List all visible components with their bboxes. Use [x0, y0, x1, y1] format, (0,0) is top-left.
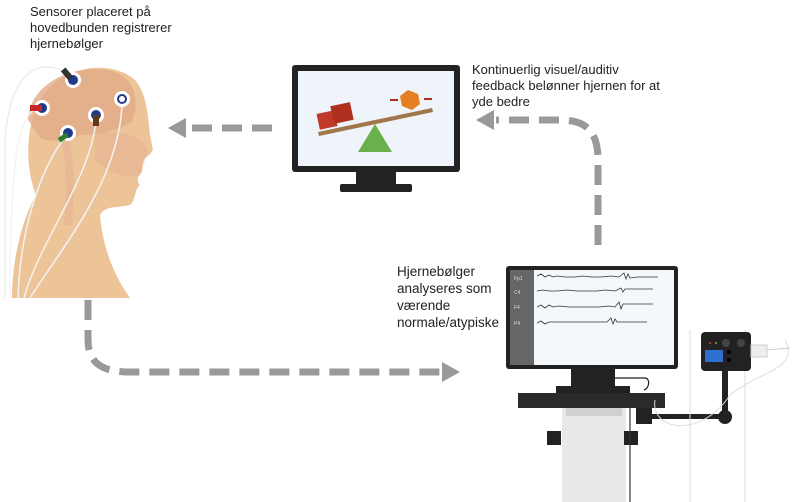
electrode-green-icon — [57, 125, 76, 143]
head-with-electrodes-icon — [4, 66, 153, 299]
svg-text:P4: P4 — [514, 321, 520, 327]
feedback-monitor-icon — [292, 65, 460, 192]
electrode-white-icon — [114, 91, 130, 107]
amplifier-device-icon — [636, 330, 791, 502]
arrow-feedback-to-head — [168, 118, 272, 138]
caption-analysis: Hjernebølger analyseres som værende norm… — [397, 264, 500, 330]
arrow-head-to-analysis — [84, 300, 460, 382]
caption-sensors: Sensorer placeret på hovedbunden registr… — [30, 4, 172, 51]
electrode-black-icon — [60, 67, 81, 88]
svg-text:C4: C4 — [514, 290, 521, 296]
svg-text:F4: F4 — [514, 305, 520, 311]
arrow-analysis-to-feedback — [476, 110, 602, 245]
caption-feedback: Kontinuerlig visuel/auditiv feedback bel… — [472, 62, 660, 109]
cart-icon — [518, 393, 665, 502]
svg-text:Fp1: Fp1 — [514, 276, 523, 282]
electrode-brown-icon — [88, 107, 104, 126]
electrode-red-icon — [30, 100, 50, 116]
eeg-monitor-icon: Fp1 C4 F4 P4 — [506, 266, 678, 393]
